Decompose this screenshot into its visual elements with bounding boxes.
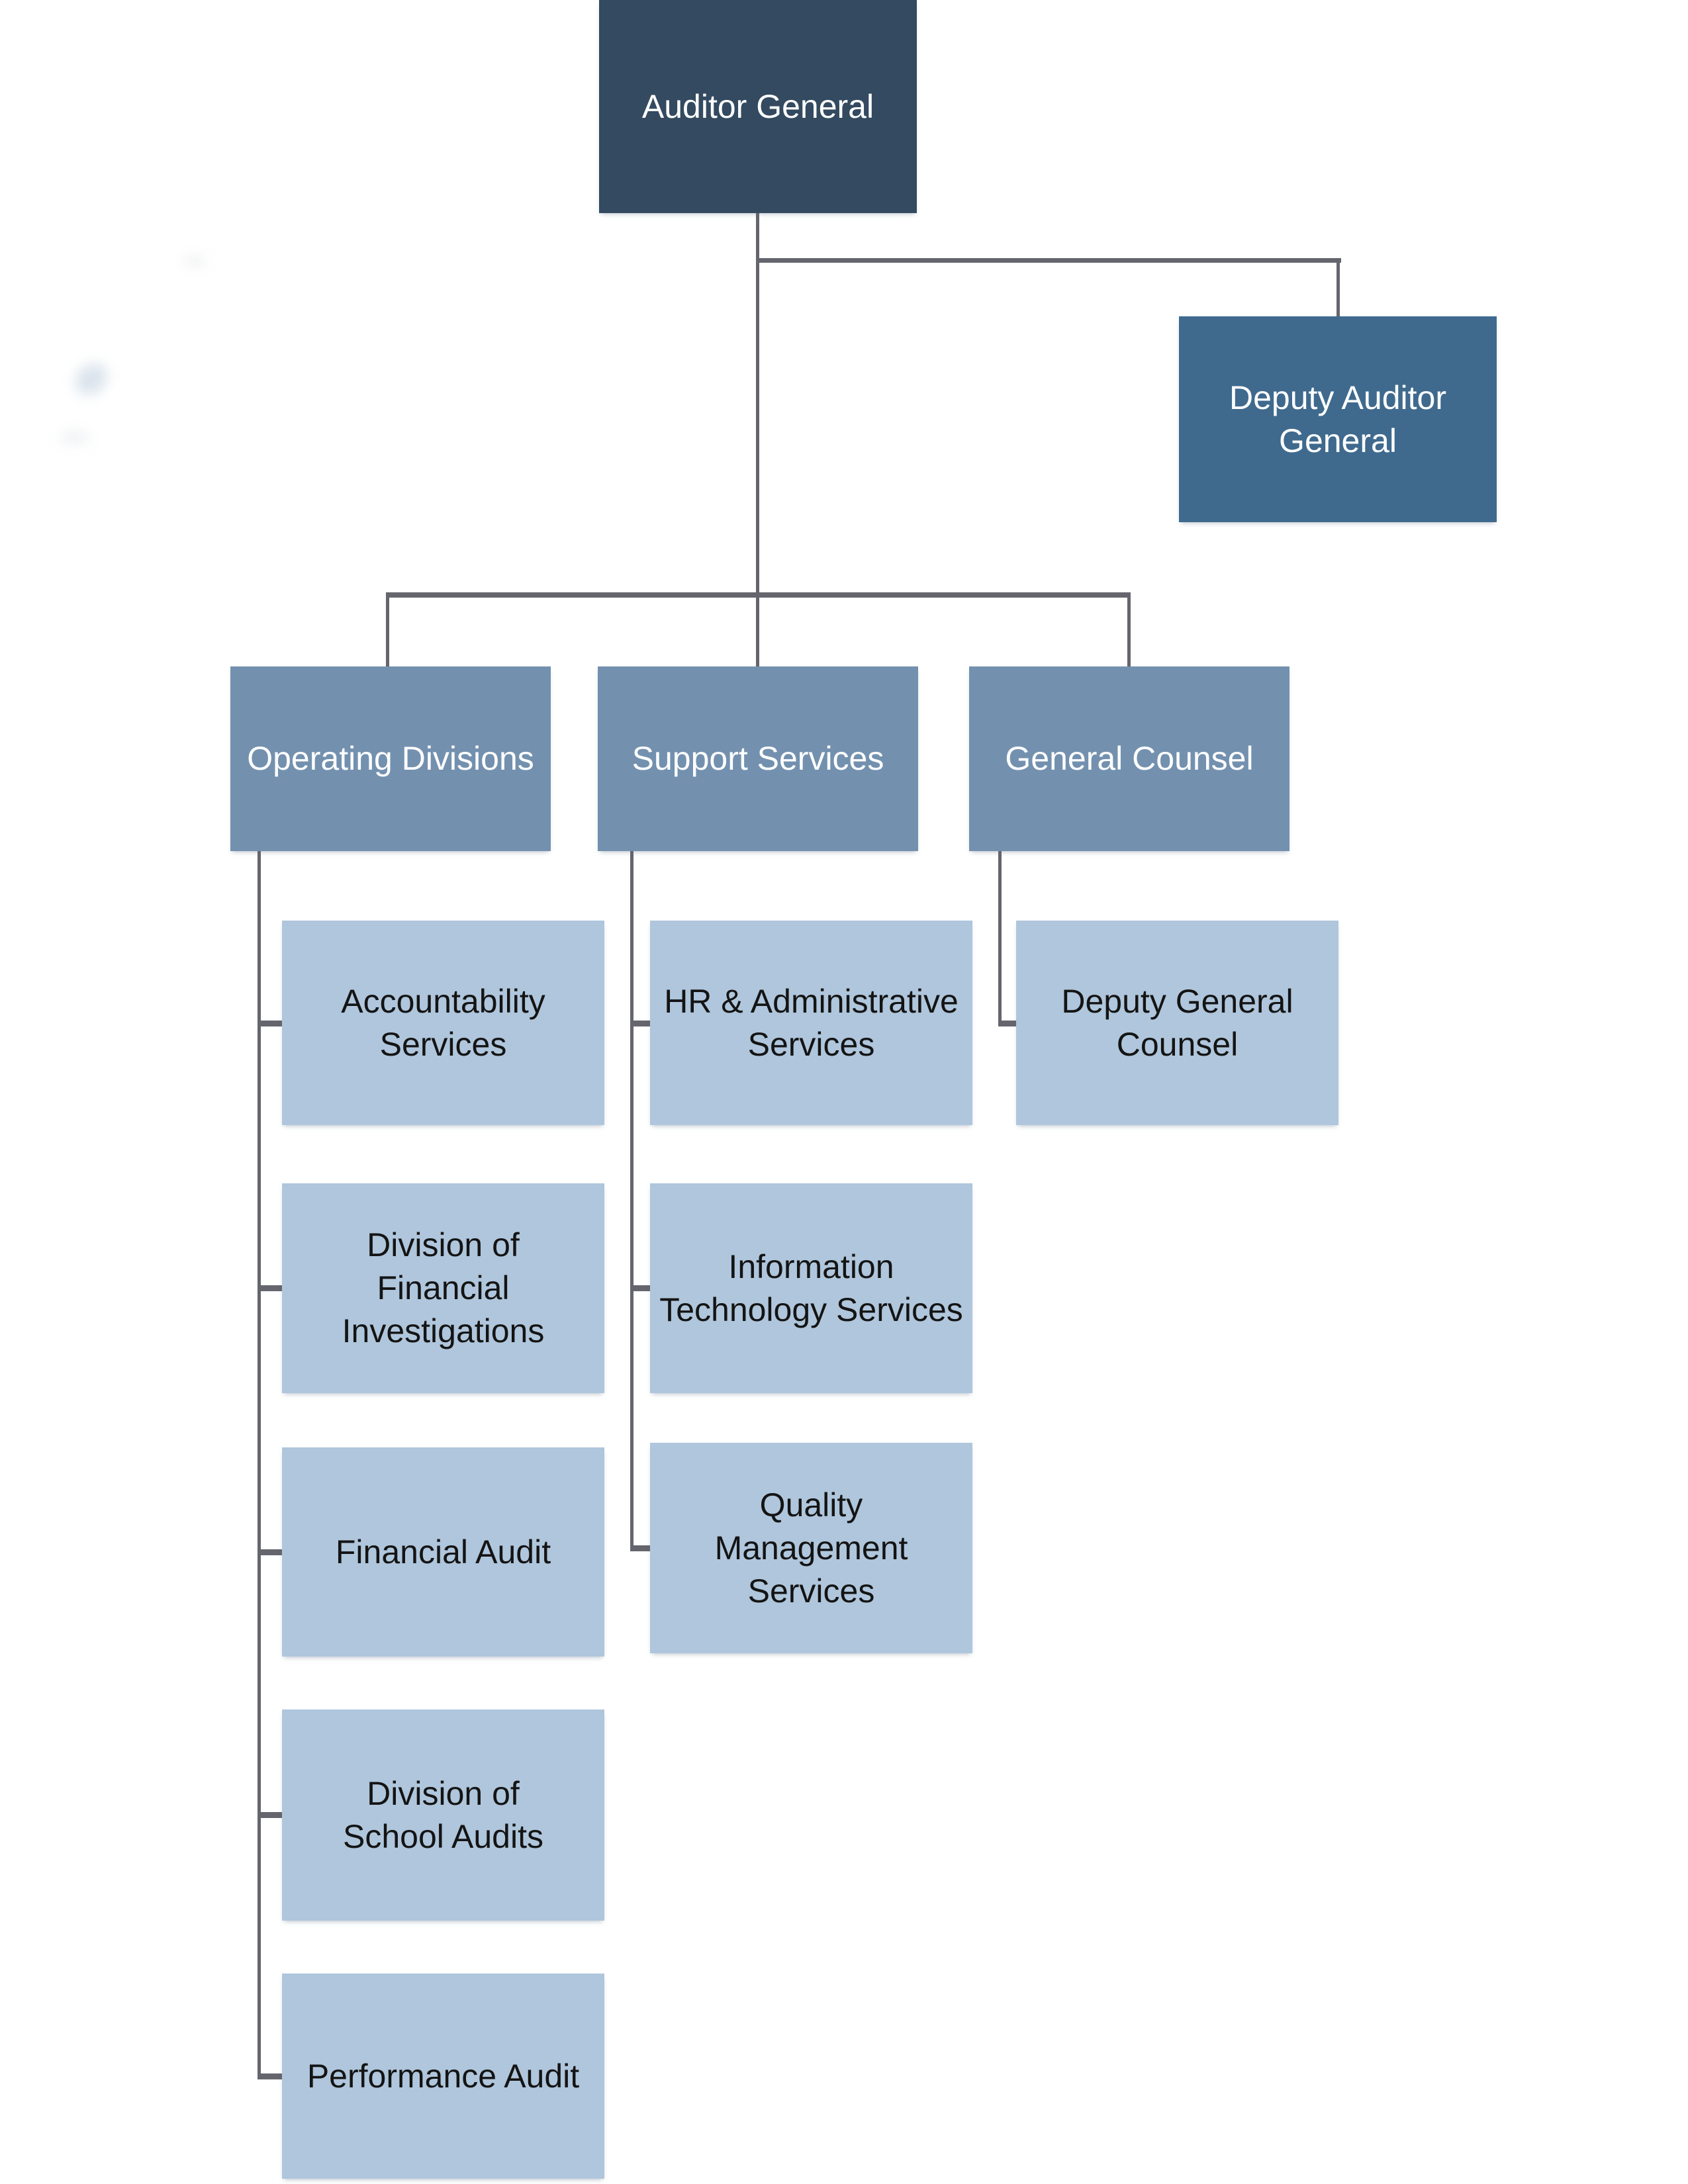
org-node-label: Support Services — [632, 740, 884, 777]
org-node-label: Division of School Audits — [343, 1774, 543, 1855]
connector-root-vertical — [756, 212, 759, 668]
org-node-hr-administrative-services: HR & Administrative Services — [650, 921, 972, 1125]
org-node-support-services: Support Services — [598, 666, 918, 851]
org-node-label: Accountability Services — [341, 982, 545, 1063]
connector-stub-accountability — [258, 1021, 282, 1026]
org-node-label: Deputy General Counsel — [1061, 982, 1293, 1063]
org-node-performance-audit: Performance Audit — [282, 1974, 604, 2179]
scan-smudge — [184, 258, 205, 265]
org-node-label: Quality Management Services — [714, 1486, 908, 1610]
connector-level3-branch — [386, 592, 1131, 598]
connector-operating-divisions-rail — [258, 851, 261, 2079]
org-node-accountability-services: Accountability Services — [282, 921, 604, 1125]
scan-smudge — [60, 433, 90, 442]
connector-stub-hr-admin — [630, 1021, 650, 1026]
org-node-deputy-general-counsel: Deputy General Counsel — [1016, 921, 1338, 1125]
connector-deputy-drop — [1336, 258, 1340, 316]
org-node-label: Deputy Auditor General — [1229, 379, 1446, 459]
connector-general-counsel-drop — [1127, 592, 1131, 666]
org-node-division-financial-investigations: Division of Financial Investigations — [282, 1183, 604, 1393]
org-node-label: Performance Audit — [306, 2057, 580, 2095]
org-node-deputy-auditor-general: Deputy Auditor General — [1179, 316, 1497, 522]
scan-smudge — [69, 357, 114, 402]
org-node-label: Auditor General — [641, 87, 874, 125]
org-node-label: General Counsel — [1005, 740, 1254, 777]
connector-stub-financial-investigations — [258, 1285, 282, 1291]
connector-stub-quality-mgmt — [630, 1545, 650, 1551]
org-node-label: Financial Audit — [335, 1533, 551, 1570]
org-node-operating-divisions: Operating Divisions — [230, 666, 551, 851]
org-node-general-counsel: General Counsel — [969, 666, 1289, 851]
org-node-label: Information Technology Services — [659, 1248, 963, 1328]
org-node-label: HR & Administrative Services — [664, 982, 959, 1063]
connector-operating-divisions-drop — [386, 592, 389, 666]
connector-stub-performance-audit — [258, 2073, 282, 2079]
connector-general-counsel-rail — [998, 851, 1002, 1026]
org-node-division-school-audits: Division of School Audits — [282, 1709, 604, 1921]
org-node-label: Division of Financial Investigations — [342, 1226, 545, 1349]
connector-stub-deputy-general-counsel — [998, 1021, 1016, 1026]
connector-stub-it-services — [630, 1285, 650, 1291]
connector-support-services-rail — [630, 851, 633, 1551]
org-node-financial-audit: Financial Audit — [282, 1447, 604, 1657]
connector-stub-financial-audit — [258, 1549, 282, 1555]
connector-deputy-branch — [756, 258, 1341, 263]
org-node-quality-management-services: Quality Management Services — [650, 1443, 972, 1653]
org-node-label: Operating Divisions — [247, 740, 534, 777]
org-node-auditor-general: Auditor General — [599, 0, 917, 213]
connector-stub-school-audits — [258, 1812, 282, 1818]
org-node-information-technology-services: Information Technology Services — [650, 1183, 972, 1393]
